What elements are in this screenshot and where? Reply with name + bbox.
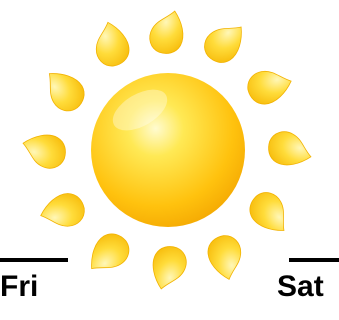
day-divider-left: [0, 258, 68, 262]
sun-ray-11: [48, 73, 85, 112]
sun-glare: [112, 89, 168, 131]
day-label-fri: Fri: [0, 270, 39, 303]
sun-ray-5: [249, 192, 285, 231]
sun-ray-4: [268, 131, 312, 166]
sun-ray-7: [152, 246, 187, 290]
sun-ray-2: [204, 26, 242, 63]
day-divider-right: [289, 258, 339, 262]
sun-ray-1: [149, 10, 184, 54]
sun-ray-6: [207, 235, 242, 280]
sun-rays: [22, 10, 312, 290]
sun-core: [91, 73, 245, 227]
sun-ray-3: [247, 70, 292, 105]
sun-ray-8: [91, 233, 130, 270]
sun-ray-9: [40, 193, 85, 227]
day-label-sat: Sat: [277, 270, 324, 303]
sun-ray-10: [22, 134, 66, 169]
sun-ray-12: [95, 21, 130, 67]
